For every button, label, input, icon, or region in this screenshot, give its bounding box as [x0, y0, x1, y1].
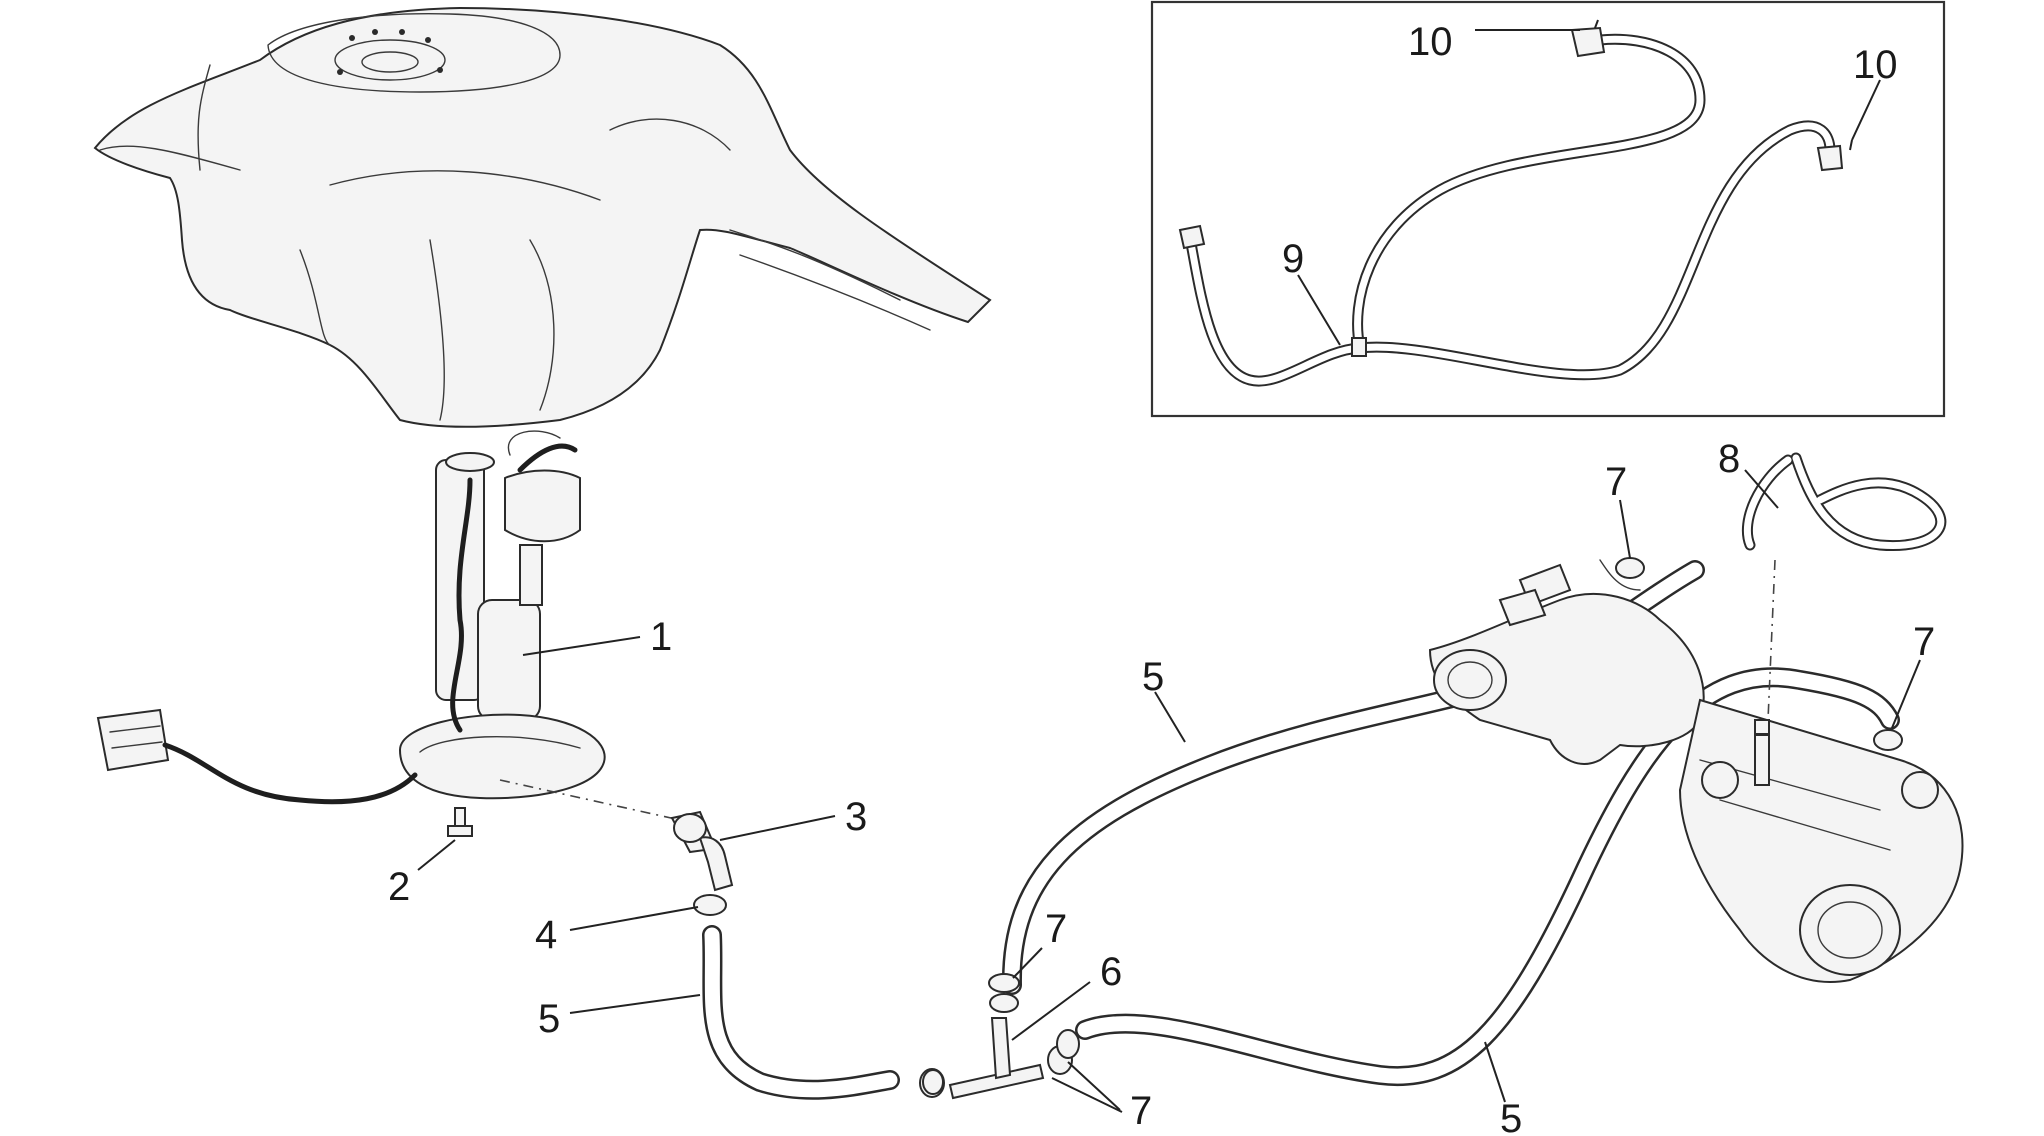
- elbow-fitting: [670, 810, 734, 892]
- hose-clamp: [693, 894, 727, 916]
- callout-7a: 7: [1045, 907, 1067, 951]
- callout-2: 2: [388, 865, 410, 909]
- callout-10a: 10: [1408, 20, 1453, 64]
- fuel-pump-assembly: [398, 430, 606, 800]
- fuel-hose-long-lower: [1075, 667, 1900, 1087]
- fuel-tank: [93, 6, 992, 428]
- callout-8: 8: [1718, 437, 1740, 481]
- callout-3: 3: [845, 795, 867, 839]
- callout-9: 9: [1282, 237, 1304, 281]
- callout-5c: 5: [1500, 1097, 1522, 1136]
- electrical-connector: [96, 708, 418, 805]
- inset-panel: [1150, 0, 1946, 418]
- screw: [447, 807, 473, 837]
- callout-5b: 5: [1142, 655, 1164, 699]
- callout-10b: 10: [1853, 43, 1898, 87]
- fuel-hose-short: [702, 925, 900, 1100]
- vent-hose-loop: [1741, 452, 1947, 552]
- callout-1: 1: [650, 615, 672, 659]
- leader-lines: [417, 29, 1921, 1113]
- callout-6: 6: [1100, 950, 1122, 994]
- hose-clamps: [922, 557, 1903, 1095]
- callout-4: 4: [535, 913, 557, 957]
- callout-7d: 7: [1913, 620, 1935, 664]
- throttle-body: [1428, 559, 1964, 983]
- callout-7c: 7: [1605, 460, 1627, 504]
- callout-7b: 7: [1130, 1089, 1152, 1133]
- callout-5a: 5: [538, 997, 560, 1041]
